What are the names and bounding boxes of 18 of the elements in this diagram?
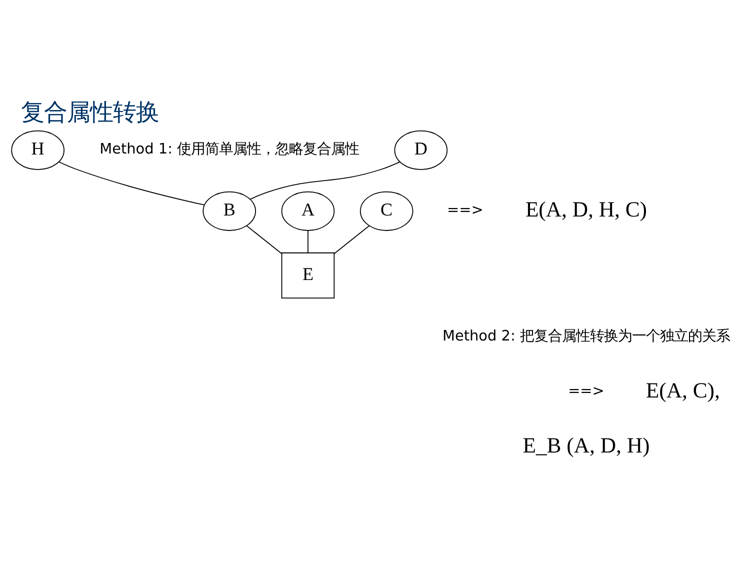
label: E(A, D, H, C) xyxy=(525,198,648,222)
node-ellipse: A xyxy=(281,191,335,231)
node-ellipse: C xyxy=(360,191,414,231)
label: ==> xyxy=(568,383,604,400)
connector xyxy=(334,225,370,254)
diagram-title: 复合属性转换 xyxy=(21,98,160,126)
label: E_B (A, D, H) xyxy=(522,434,650,458)
label: Method 2: 把复合属性转换为一个独立的关系 xyxy=(442,328,730,344)
connector xyxy=(246,225,282,254)
label: E(A, C), xyxy=(646,378,720,403)
node-box: E xyxy=(281,252,335,298)
node-ellipse: D xyxy=(394,130,448,170)
label: Method 1: 使用简单属性，忽略复合属性 xyxy=(100,142,360,158)
node-ellipse: B xyxy=(202,191,256,231)
label: ==> xyxy=(447,202,484,219)
connector xyxy=(58,161,205,206)
node-ellipse: H xyxy=(11,130,64,170)
connector xyxy=(250,161,400,200)
